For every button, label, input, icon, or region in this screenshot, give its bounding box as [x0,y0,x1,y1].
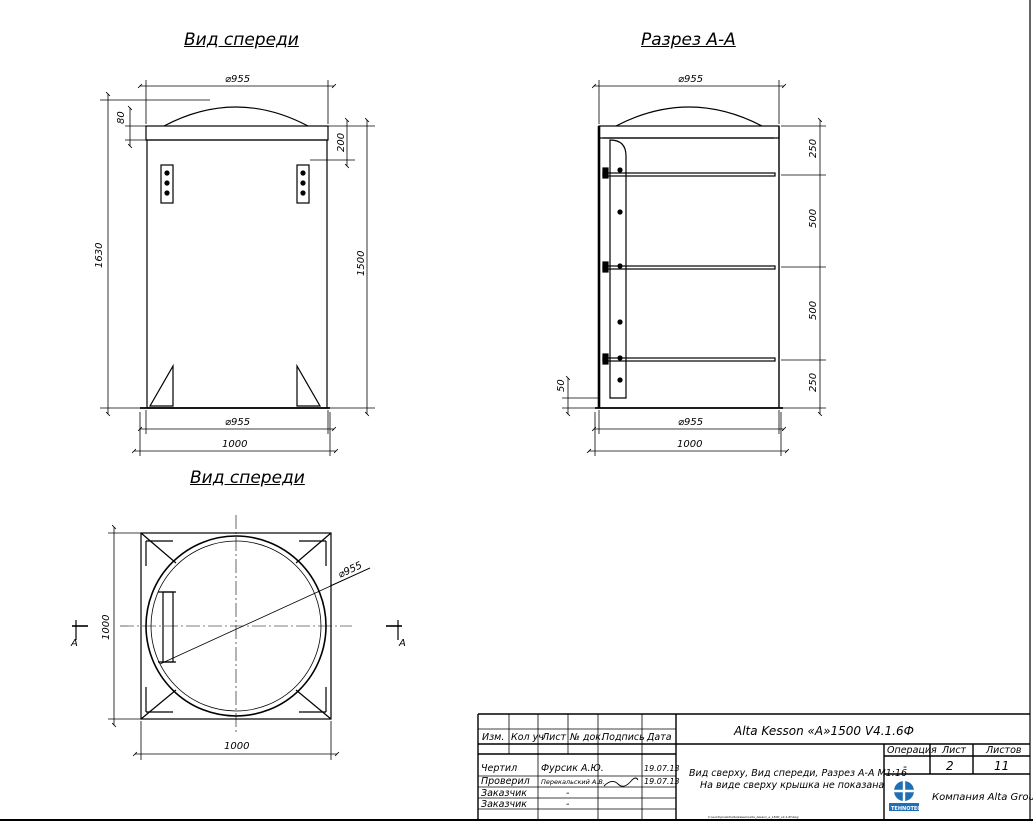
section-base-diameter-label: ⌀955 [678,417,703,428]
row-3-role: Заказчик [481,788,527,799]
row-4-name: - [566,799,570,810]
section-view [595,106,783,409]
operation-label: Операция [887,745,937,756]
front-cap-height-label: 80 [116,111,127,124]
section-spacing-3-label: 500 [808,301,819,320]
top-width-label: 1000 [224,741,249,752]
section-base-width-label: 1000 [677,439,702,450]
header-izm: Изм. [482,732,504,743]
section-dimension-labels: ⌀955 250 500 500 250 50 ⌀955 1000 [556,74,819,450]
signature [603,777,639,787]
front-base-diameter-label: ⌀955 [225,417,250,428]
row-4-role: Заказчик [481,799,527,810]
row-2-date: 19.07.13 [644,777,680,786]
top-ladder [162,591,174,663]
section-mark-left: A [70,638,78,649]
project-title: Alta Kesson «A»1500 V4.1.6Ф [733,724,914,738]
section-lid-rim [598,125,780,139]
title-block [477,713,1030,820]
operation-value: - [903,760,907,773]
front-dome-cap [163,106,309,127]
header-list: Лист [541,732,567,743]
row-1-name: Фурсик А.Ю. [541,763,604,774]
file-path: C:\work\proekt\alta\kesson\alta_kesson_a… [708,815,799,819]
front-lid-rim [145,125,329,141]
company-name: Компания Alta Group [932,792,1033,803]
front-dimensions [100,80,375,456]
front-dimension-labels: ⌀955 80 1630 200 1500 ⌀955 1000 [94,74,367,450]
front-base-width-label: 1000 [222,439,247,450]
front-top-offset-label: 200 [336,133,347,152]
section-view-title: Разрез А-А [641,30,736,50]
section-dome-cap [615,106,763,127]
section-spacing-1-label: 250 [808,139,819,158]
title-block-text: Alta Kesson «A»1500 V4.1.6Ф Изм. Кол уч … [481,724,1033,819]
front-foot-left [148,363,174,407]
section-cap-diameter-label: ⌀955 [678,74,703,85]
header-podpis: Подпись [602,732,645,743]
section-spacing-4-label: 250 [808,373,819,392]
header-n-dok: № док. [569,732,604,743]
front-total-height-label: 1630 [94,243,105,268]
sheets-value: 11 [994,759,1009,773]
header-kol-uch: Кол уч [511,732,544,743]
row-3-name: - [566,788,570,799]
sheets-label: Листов [985,745,1022,756]
company-logo: TEHNOTECH [889,781,925,812]
section-bottom-label: 50 [556,379,567,392]
front-cap-diameter-label: ⌀955 [225,74,250,85]
section-shelves [602,167,776,365]
sheet-label: Лист [941,745,967,756]
description-line-1: Вид сверху, Вид спереди, Разрез А-А М1:1… [689,768,907,779]
top-dimension-labels: ⌀955 1000 1000 A A [70,560,406,752]
section-dimensions [562,80,826,456]
header-data: Дата [646,732,672,743]
top-view-title: Вид спереди [190,468,305,488]
section-spacing-2-label: 500 [808,209,819,228]
top-dimensions [72,524,402,760]
front-view-title: Вид спереди [184,30,299,50]
top-diameter-label: ⌀955 [337,560,364,581]
front-body [146,139,328,409]
logo-text: TEHNOTECH [891,806,925,812]
top-height-label: 1000 [101,615,112,640]
row-1-date: 19.07.13 [644,764,680,773]
description-line-2: На виде сверху крышка не показана [700,780,884,791]
top-view [120,515,371,735]
row-2-role: Проверил [481,776,530,787]
sheet-value: 2 [946,759,954,773]
front-body-height-label: 1500 [356,251,367,276]
front-bracket-left [160,164,174,204]
front-foot-right [296,363,322,407]
section-mark-right: A [398,638,406,649]
row-2-name: Перекальский А.В. [541,778,605,786]
front-bracket-right [296,164,310,204]
front-view [140,106,330,409]
row-1-role: Чертил [481,763,517,774]
